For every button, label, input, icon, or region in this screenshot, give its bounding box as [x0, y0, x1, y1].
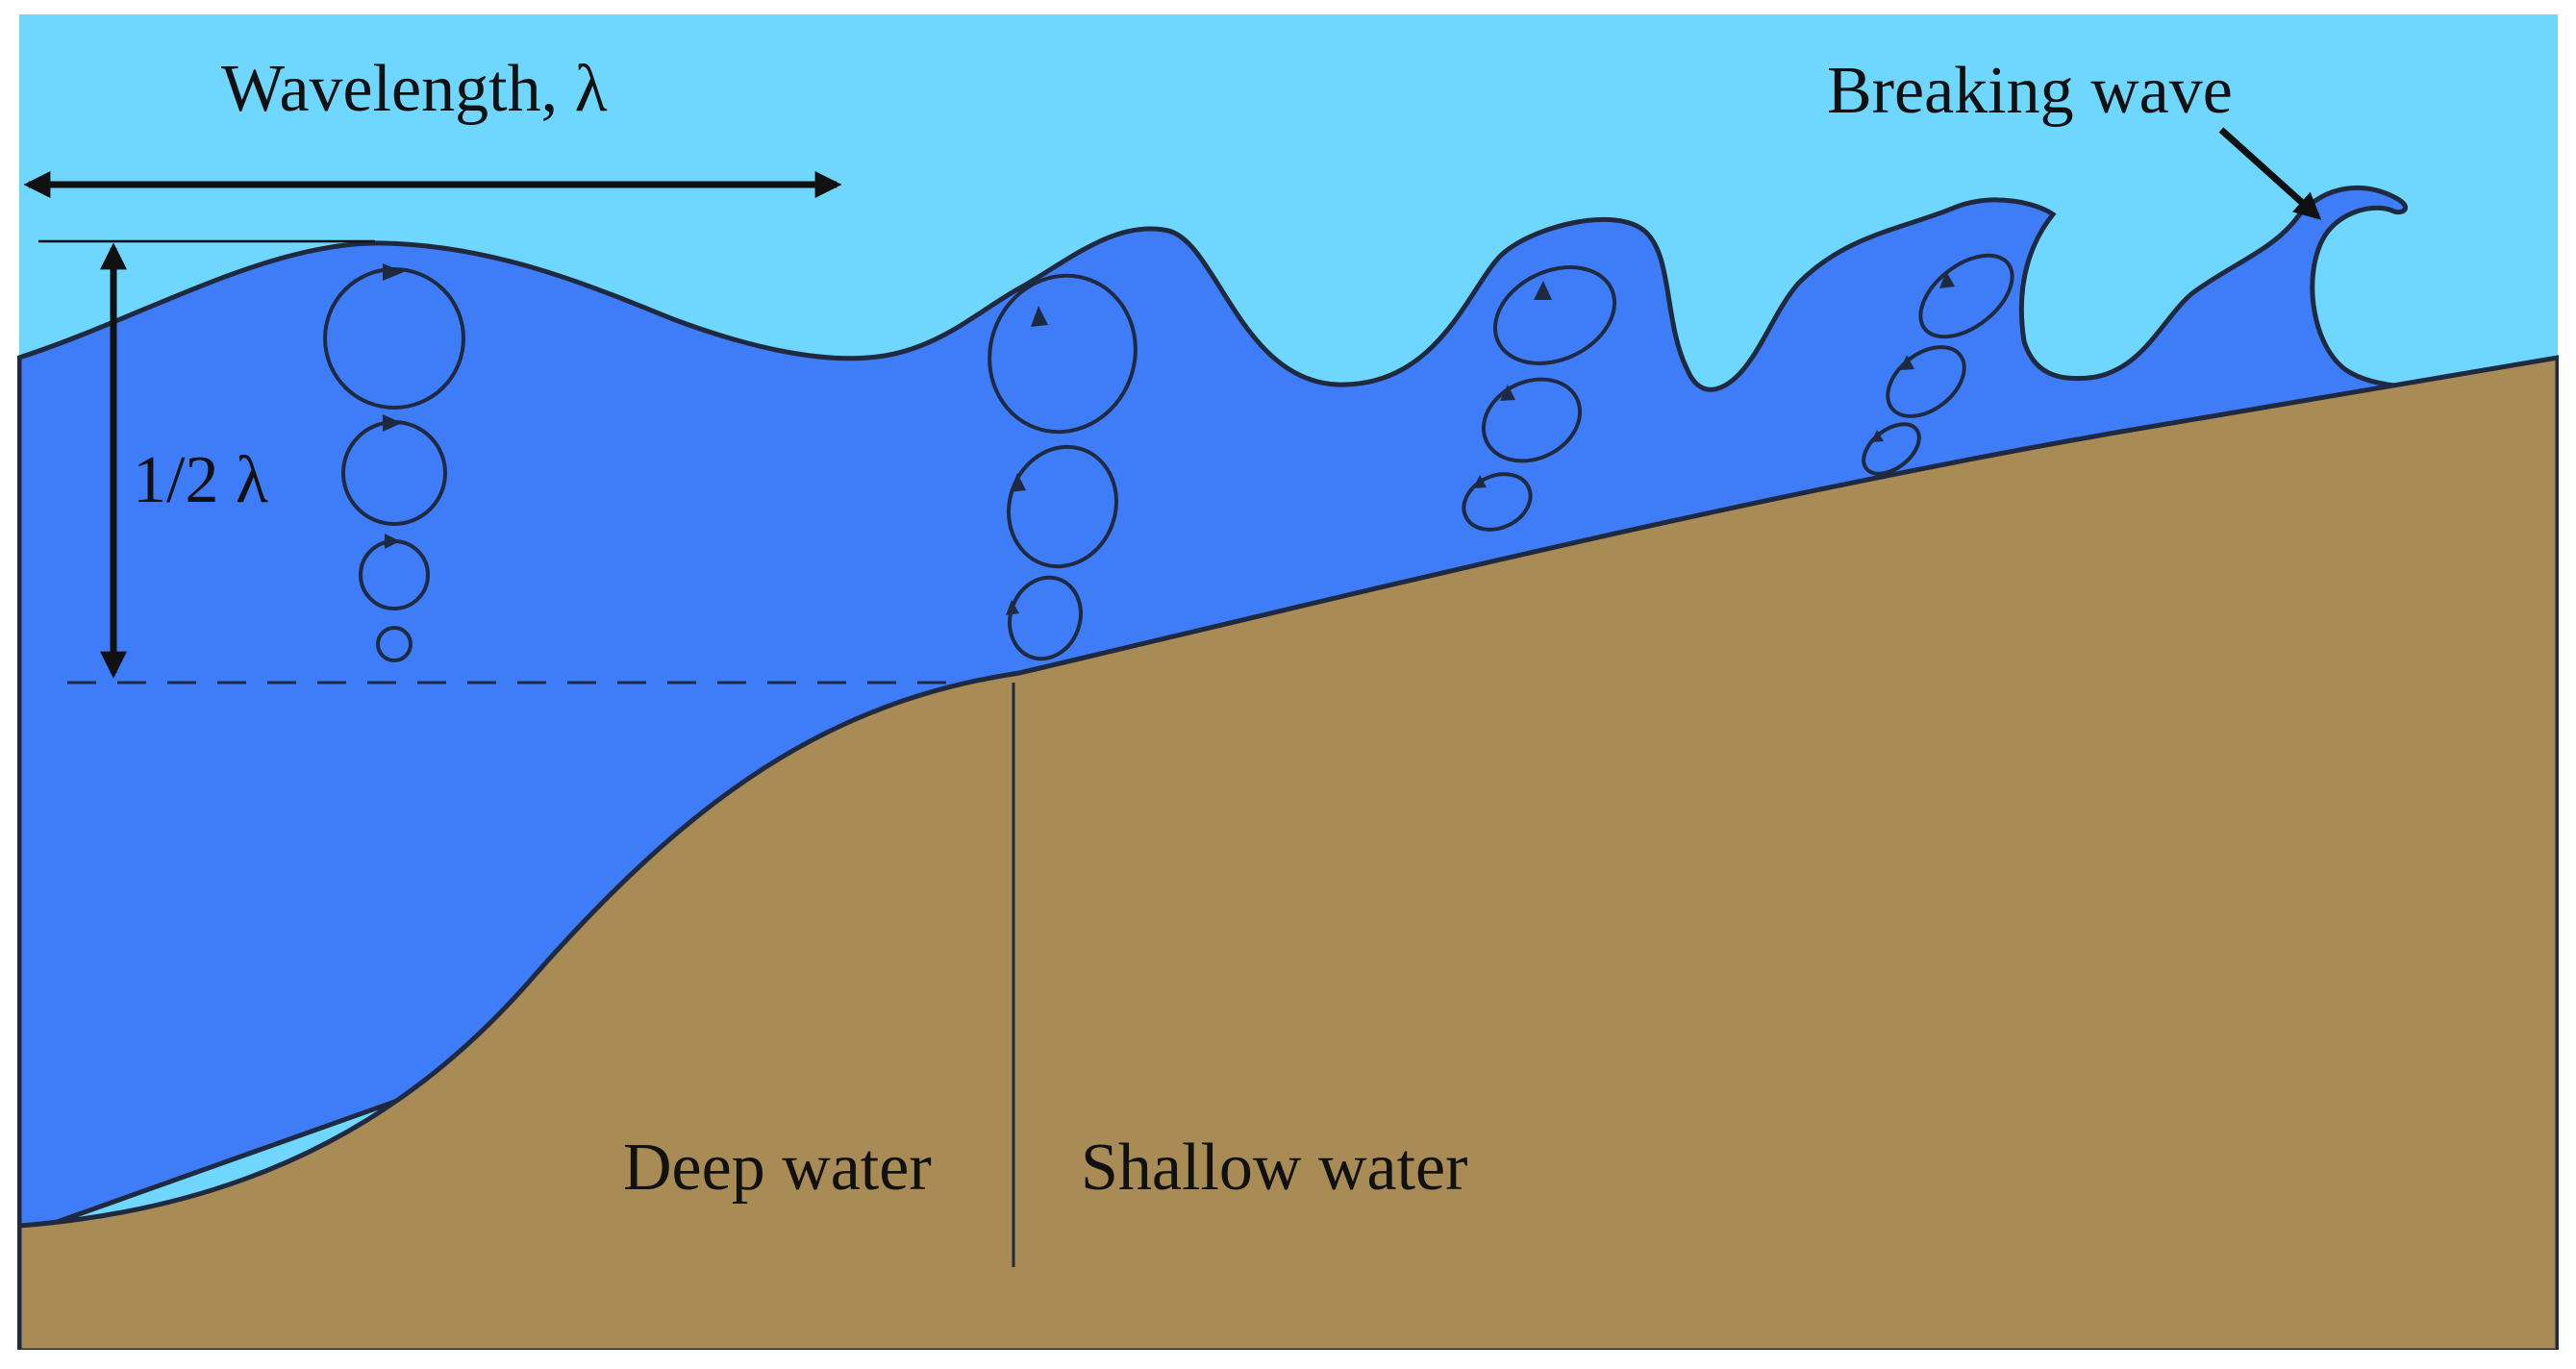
shallow-water-label: Shallow water — [1081, 1131, 1467, 1205]
wavelength-label: Wavelength, λ — [221, 52, 608, 126]
half-wavelength-label: 1/2 λ — [133, 443, 268, 517]
breaking-wave-label: Breaking wave — [1827, 54, 2233, 128]
deep-water-label: Deep water — [623, 1131, 932, 1205]
